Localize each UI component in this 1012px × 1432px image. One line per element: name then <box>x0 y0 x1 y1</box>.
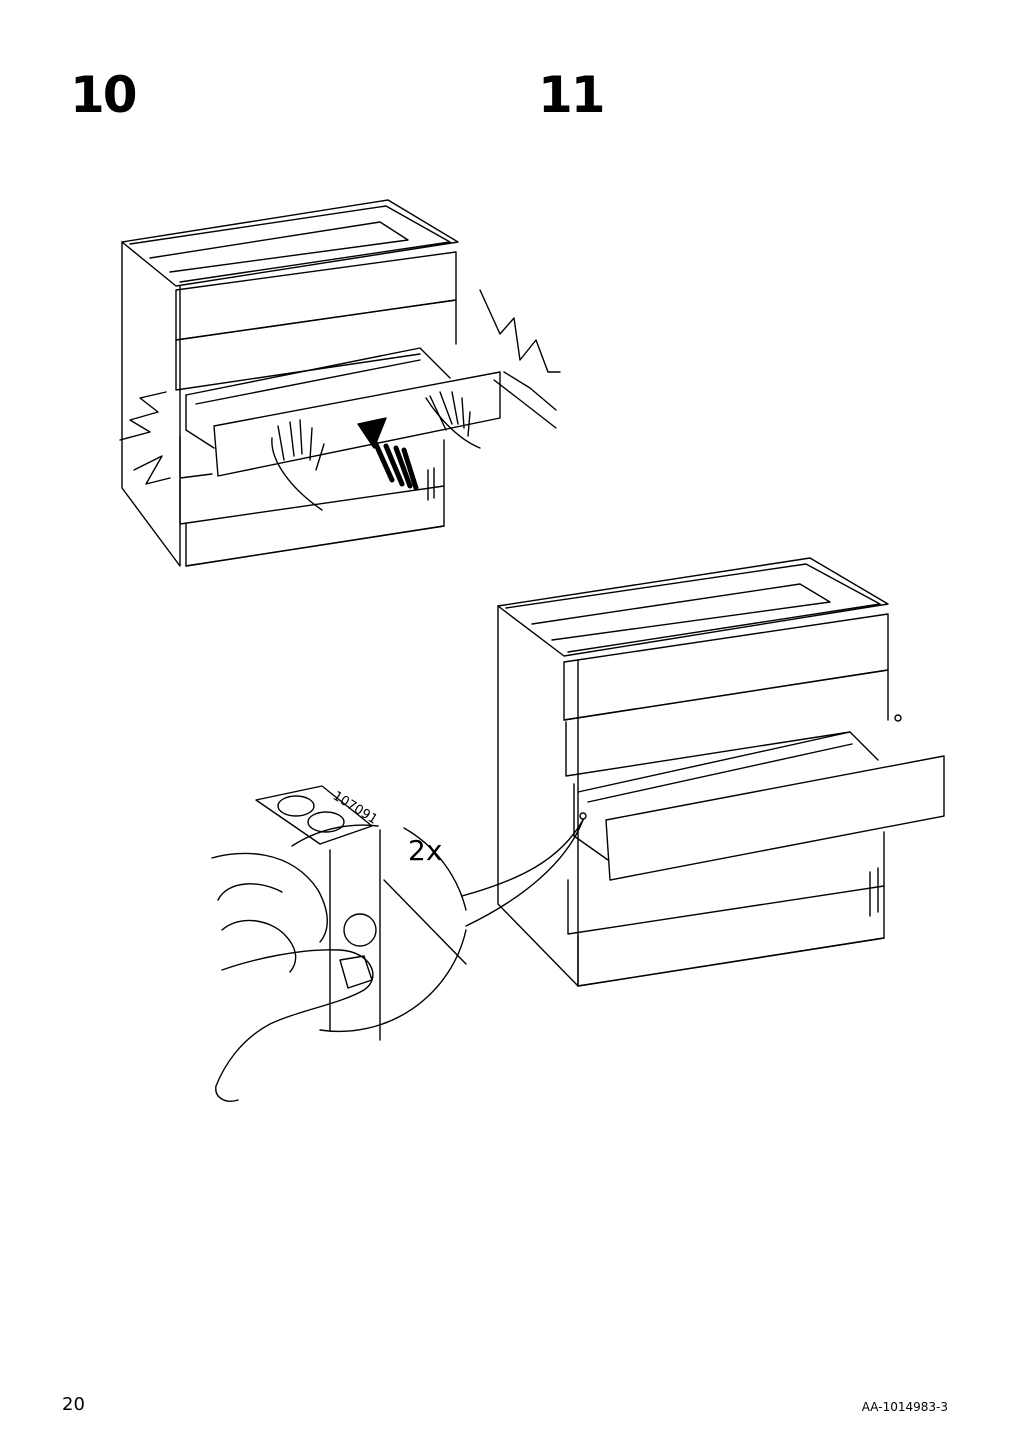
step-number-10: 10 <box>70 66 138 124</box>
quantity-label: 2x <box>408 834 442 867</box>
step10-dresser-illustration <box>119 199 561 567</box>
page-number: 20 <box>62 1394 85 1415</box>
step11-dresser-illustration <box>461 557 945 987</box>
bumper-detail-callout <box>211 785 467 1102</box>
document-code: AA-1014983-3 <box>861 1400 948 1414</box>
part-number-label: 107091 <box>330 789 380 828</box>
step-number-11: 11 <box>538 66 606 124</box>
